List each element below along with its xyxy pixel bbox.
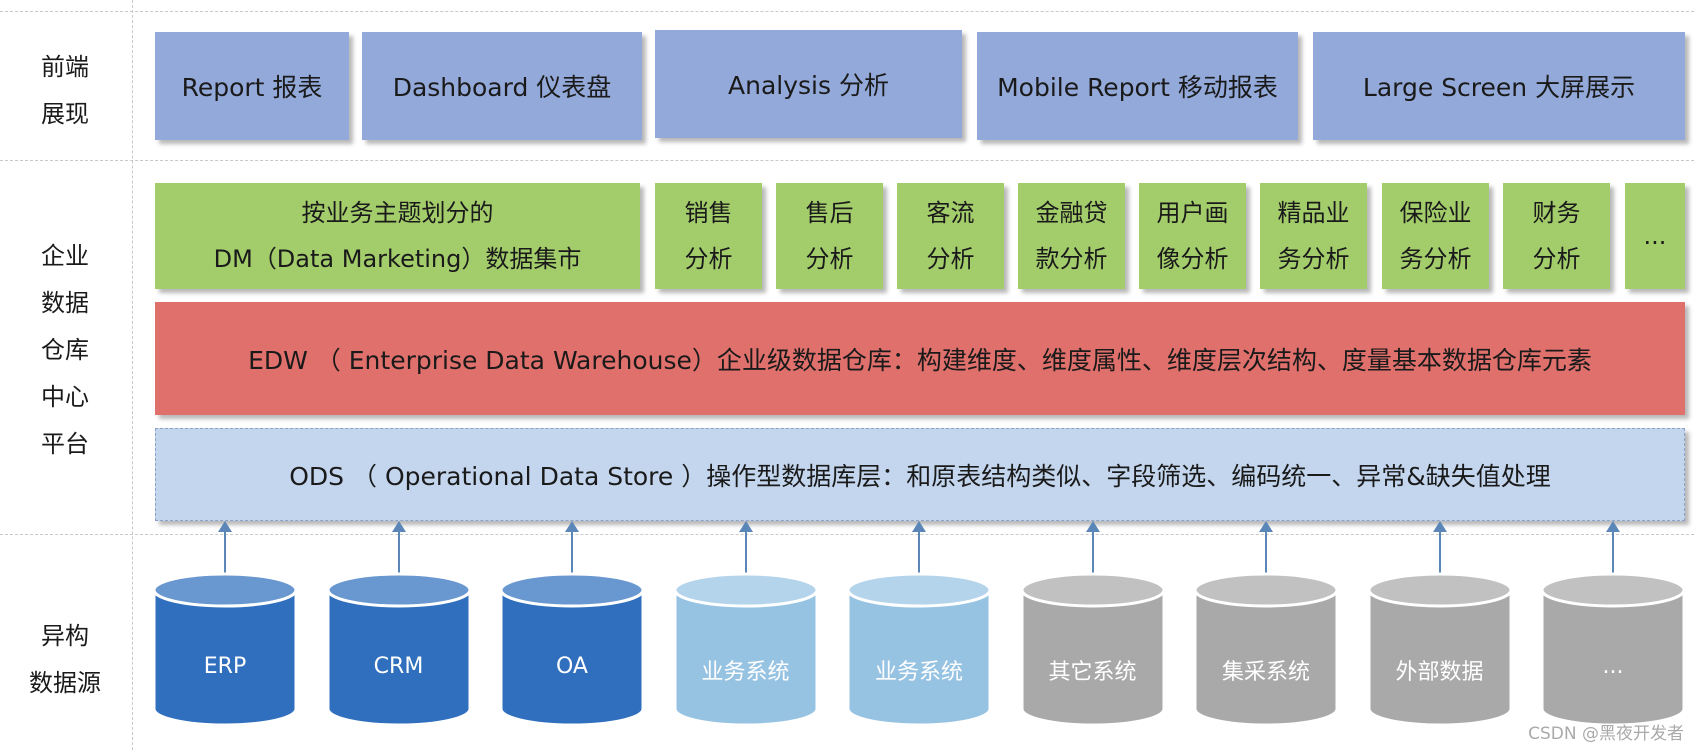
cylinder-shape — [499, 572, 645, 727]
divider-platform-sources — [0, 534, 1694, 535]
data-source-cylinder: 其它系统 — [1020, 572, 1166, 727]
dm-module-line: 务分析 — [1399, 245, 1472, 273]
dm-module-sales: 销售 分析 — [655, 183, 762, 289]
dm-module-line: 分析 — [684, 245, 733, 273]
data-source-label: ERP — [203, 654, 247, 679]
data-source-label: 业务系统 — [701, 660, 790, 685]
data-source-cylinder: CRM — [326, 572, 472, 727]
source-arrow — [1259, 521, 1273, 582]
data-source-label: OA — [556, 654, 588, 679]
dm-module-after-sales: 售后 分析 — [776, 183, 883, 289]
dm-module-line: 精品业 — [1277, 199, 1350, 227]
divider-top — [0, 11, 1694, 12]
data-source-label: 集采系统 — [1221, 660, 1310, 685]
source-arrow — [1085, 521, 1100, 582]
watermark: CSDN @黑夜开发者 — [1528, 724, 1684, 744]
data-source-cylinder: 业务系统 — [846, 572, 992, 727]
frontend-label-line: 前端 — [41, 53, 89, 81]
dm-module-line: 用户画 — [1156, 199, 1229, 227]
cylinder-shape — [673, 572, 818, 727]
divider-frontend-platform — [0, 160, 1694, 161]
data-source-cylinder: 集采系统 — [1193, 572, 1339, 727]
frontend-layer-label: 前端 展现 — [0, 36, 130, 146]
dm-module-line: 分析 — [805, 245, 854, 273]
frontend-box-mobile-report: Mobile Report 移动报表 — [977, 32, 1298, 140]
dm-module-finance-loan: 金融贷 款分析 — [1018, 183, 1125, 289]
dm-module-line: 分析 — [926, 245, 975, 273]
data-source-label: CRM — [373, 654, 424, 679]
platform-label-line: 企业 — [41, 241, 89, 270]
dm-module-line: 金融贷 — [1035, 199, 1108, 227]
data-source-cylinder: ERP — [152, 572, 298, 727]
dm-module-line: 像分析 — [1156, 245, 1229, 273]
data-source-label: 外部数据 — [1395, 660, 1484, 685]
dm-module-user-profile: 用户画 像分析 — [1139, 183, 1246, 289]
source-arrow — [391, 521, 406, 582]
sources-label-line: 数据源 — [29, 669, 101, 697]
frontend-box-dashboard: Dashboard 仪表盘 — [362, 32, 642, 140]
data-source-label: ... — [1602, 654, 1624, 679]
source-arrow — [218, 521, 232, 582]
dm-main-line: 按业务主题划分的 — [301, 199, 494, 227]
ods-layer-box: ODS （ Operational Data Store ）操作型数据库层：和原… — [155, 428, 1685, 521]
dm-module-line: 财务 — [1532, 199, 1581, 227]
frontend-box-analysis: Analysis 分析 — [655, 30, 962, 138]
cylinder-shape — [1367, 572, 1512, 727]
dm-box-main: 按业务主题划分的 DM（Data Marketing）数据集市 — [155, 183, 640, 289]
dm-module-line: 分析 — [1532, 245, 1581, 273]
frontend-box-report: Report 报表 — [155, 32, 349, 140]
platform-layer-label: 企业 数据 仓库 中心 平台 — [0, 230, 130, 470]
platform-label-line: 数据 — [41, 288, 89, 317]
dm-module-line: 务分析 — [1277, 245, 1350, 273]
edw-layer-box: EDW （ Enterprise Data Warehouse）企业级数据仓库：… — [155, 302, 1685, 415]
platform-label-line: 平台 — [41, 429, 89, 458]
data-source-cylinder: 外部数据 — [1367, 572, 1513, 727]
dm-module-line: 保险业 — [1399, 199, 1472, 227]
dm-module-insurance: 保险业 务分析 — [1382, 183, 1489, 289]
source-arrow — [1432, 521, 1447, 582]
dm-module-line: 客流 — [926, 199, 975, 227]
dm-module-line: 售后 — [805, 199, 854, 227]
cylinder-shape — [152, 572, 298, 727]
platform-label-line: 仓库 — [41, 335, 89, 364]
data-source-label: 其它系统 — [1048, 660, 1137, 685]
cylinder-shape — [1020, 572, 1165, 727]
dm-module-premium-business: 精品业 务分析 — [1260, 183, 1367, 289]
cylinder-shape — [326, 572, 471, 727]
cylinder-shape — [1540, 572, 1686, 727]
divider-label-column — [132, 0, 133, 750]
platform-label-line: 中心 — [41, 382, 89, 411]
dm-main-line: DM（Data Marketing）数据集市 — [213, 245, 582, 273]
frontend-label-line: 展现 — [41, 100, 89, 128]
cylinder-shape — [846, 572, 992, 727]
dm-module-finance: 财务 分析 — [1503, 183, 1610, 289]
cylinder-shape — [1193, 572, 1339, 727]
data-source-label: 业务系统 — [874, 660, 963, 685]
dm-module-line: 款分析 — [1035, 245, 1108, 273]
source-arrow — [912, 521, 926, 582]
source-arrow — [1606, 521, 1620, 582]
sources-label-line: 异构 — [41, 622, 89, 650]
data-source-cylinder: OA — [499, 572, 645, 727]
source-arrow — [565, 521, 579, 582]
data-source-cylinder: ... — [1540, 572, 1686, 727]
sources-layer-label: 异构 数据源 — [0, 605, 130, 715]
frontend-box-large-screen: Large Screen 大屏展示 — [1313, 32, 1685, 140]
dm-module-customer-flow: 客流 分析 — [897, 183, 1004, 289]
dm-module-line: ... — [1643, 222, 1667, 250]
data-source-cylinder: 业务系统 — [673, 572, 819, 727]
dm-module-more: ... — [1625, 183, 1685, 289]
source-arrow — [738, 521, 753, 582]
dm-module-line: 销售 — [684, 199, 733, 227]
